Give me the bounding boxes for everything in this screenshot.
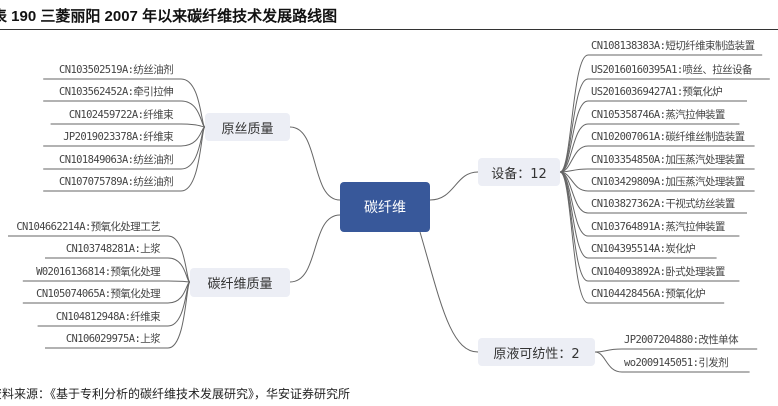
equipment-leaf-item[interactable]: CN102007061A:碳纤维丝制造装置: [591, 131, 745, 143]
precursor-leaf-item[interactable]: CN103502519A:纺丝油剂: [59, 64, 174, 76]
equipment-leaf-item[interactable]: US20160160395A1:喷丝、拉丝设备: [591, 64, 752, 76]
equipment-leaf-item[interactable]: CN105358746A:蒸汽拉伸装置: [591, 109, 725, 121]
carbon_quality-leaf-item[interactable]: CN104812948A:纤维束: [55, 311, 161, 323]
link-center-spinnability: [419, 231, 479, 353]
leaf-connector: [43, 100, 206, 128]
equipment-leaf-item[interactable]: CN103354850A:加压蒸汽处理装置: [591, 154, 745, 166]
leaf-connector: [22, 280, 191, 283]
leaf-connector: [559, 168, 755, 173]
carbon_quality-leaf-item[interactable]: CN105074065A:预氧化处理: [36, 288, 160, 300]
leaf-connector: [594, 348, 758, 353]
spinnability-leaf-item[interactable]: JP2007204880:改性单体: [624, 334, 739, 346]
figure-title: 表 190 三菱丽阳 2007 年以来碳纤维技术发展路线图: [0, 8, 338, 25]
leaf-connector: [43, 126, 206, 192]
equipment-leaf-item[interactable]: CN104428456A:预氧化炉: [591, 288, 706, 300]
leaf-connector: [559, 171, 725, 304]
equipment-leaf-item[interactable]: CN103429809A:加压蒸汽处理装置: [591, 176, 745, 188]
leaf-connector: [594, 351, 750, 373]
leaf-connector: [559, 100, 747, 173]
link-center-precursor: [289, 126, 341, 201]
topic-equipment[interactable]: 设备：12: [478, 158, 560, 186]
precursor-leaf-item[interactable]: CN102459722A:纤维束: [68, 109, 174, 121]
spinnability-leaf-item[interactable]: wo2009145051:引发剂: [624, 357, 729, 369]
leaf-connector: [559, 145, 755, 173]
topic-precursor-quality[interactable]: 原丝质量: [205, 113, 290, 141]
equipment-leaf-item[interactable]: CN104395514A:炭化炉: [591, 243, 696, 255]
equipment-leaf-item[interactable]: CN104093892A:卧式处理装置: [591, 266, 725, 278]
equipment-leaf-item[interactable]: US20160369427A1:预氧化炉: [591, 86, 723, 98]
leaf-connector: [559, 123, 740, 173]
center-node[interactable]: 碳纤维: [340, 182, 430, 232]
carbon_quality-leaf-item[interactable]: CN103748281A:上浆: [65, 243, 161, 255]
link-center-carbon-quality: [289, 214, 341, 283]
precursor-leaf-item[interactable]: CN107075789A:纺丝油剂: [59, 176, 174, 188]
topic-carbon-fiber-quality[interactable]: 碳纤维质量: [190, 268, 290, 297]
precursor-leaf-item[interactable]: CN103562452A:牵引拉伸: [59, 86, 174, 98]
carbon_quality-leaf-item[interactable]: W02016136814:预氧化处理: [36, 266, 160, 278]
leaf-connector: [559, 78, 770, 173]
leaf-connector: [50, 123, 206, 128]
equipment-leaf-item[interactable]: CN103764891A:蒸汽拉伸装置: [591, 221, 725, 233]
leaf-connector: [45, 257, 191, 283]
precursor-leaf-item[interactable]: JP2019023378A:纤维束: [63, 131, 173, 143]
source-note: 资料来源：《基于专利分析的碳纤维技术发展研究》，华安证券研究所: [0, 387, 351, 401]
title-divider: [0, 29, 778, 30]
leaf-connector: [45, 281, 191, 349]
topic-solution-spinnability[interactable]: 原液可纺性：2: [478, 338, 595, 366]
leaf-connector: [559, 171, 747, 214]
leaf-connector: [559, 54, 763, 173]
carbon_quality-leaf-item[interactable]: CN104662214A:预氧化处理工艺: [16, 221, 160, 233]
equipment-leaf-item[interactable]: CN108138383A:短切纤维束制造装置: [591, 40, 755, 52]
carbon_quality-leaf-item[interactable]: CN106029975A:上浆: [65, 333, 161, 345]
precursor-leaf-item[interactable]: CN101849063A:纺丝油剂: [59, 154, 174, 166]
link-center-equipment: [429, 171, 479, 201]
equipment-leaf-item[interactable]: CN103827362A:干视式纺丝装置: [591, 198, 735, 210]
